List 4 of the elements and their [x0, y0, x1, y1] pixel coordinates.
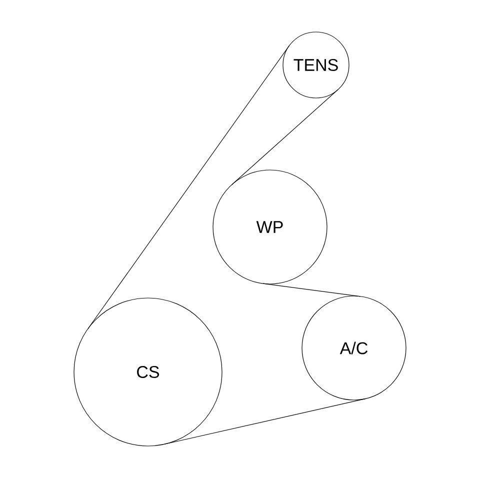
belt-line: [164, 398, 366, 444]
belt-line: [88, 45, 290, 329]
belt-line: [232, 89, 338, 185]
belt-line: [262, 283, 361, 297]
